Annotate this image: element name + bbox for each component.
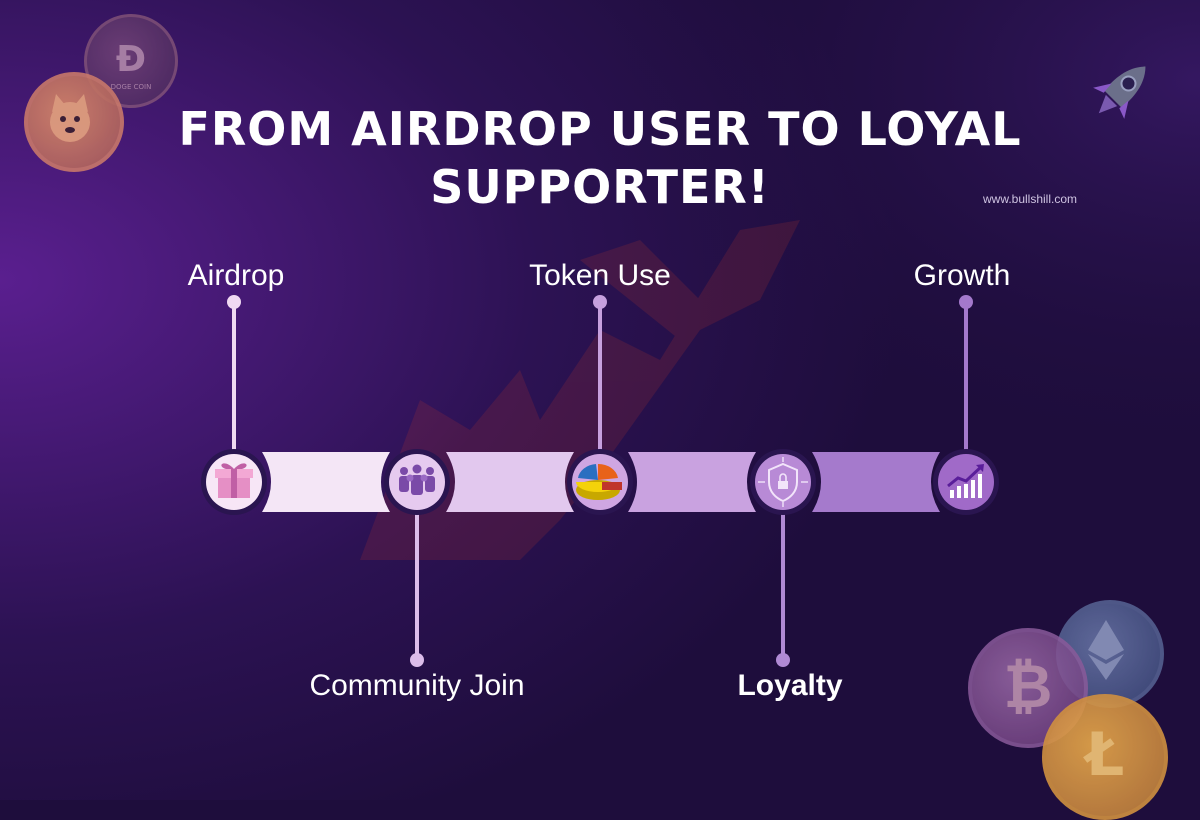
shiba-coin-icon [24, 72, 124, 172]
timeline [201, 295, 999, 667]
title-line-1: FROM AIRDROP USER TO LOYAL [178, 102, 1022, 156]
node-airdrop [201, 449, 267, 515]
title-line-2: SUPPORTER! [430, 160, 770, 214]
band-2 [446, 452, 574, 512]
node-token [567, 449, 633, 515]
band-3 [628, 452, 756, 512]
website-url: www.bullshill.com [982, 192, 1078, 206]
pie-chart-icon [576, 463, 622, 500]
stage-label-token-use: Token Use [529, 259, 671, 292]
stage-label-loyalty: Loyalty [737, 669, 843, 702]
security-shield-icon [758, 457, 808, 507]
growth-chart-icon [947, 464, 984, 498]
stage-label-community-join: Community Join [309, 669, 525, 702]
litecoin-coin-icon: Ł [1042, 694, 1168, 820]
rocket-icon [1093, 66, 1146, 119]
bitcoin-coin-icon: ₿ [968, 628, 1088, 748]
band-1 [262, 452, 390, 512]
gift-icon [215, 463, 253, 498]
page-title: FROM AIRDROP USER TO LOYAL SUPPORTER! [100, 100, 1100, 216]
stage-label-airdrop: Airdrop [187, 259, 285, 292]
stage-label-growth: Growth [913, 259, 1011, 292]
community-icon [399, 464, 435, 495]
node-loyalty [750, 449, 816, 515]
band-4 [812, 452, 940, 512]
node-growth [933, 449, 999, 515]
coin-text: DOGE COIN [110, 83, 152, 91]
node-community [384, 449, 450, 515]
